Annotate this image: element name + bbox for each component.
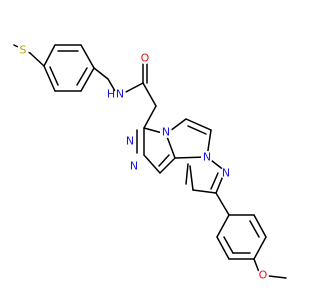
bond [187,125,207,135]
bond [123,82,144,94]
bond [76,67,88,86]
bond [165,133,176,159]
bond [143,105,157,129]
bond [159,157,176,174]
bond [185,163,189,185]
atom-labels: S N H O N N N N N O [17,44,269,282]
bond [185,118,212,131]
triazole-nitrogen-label: N [130,160,138,173]
bond [43,65,56,92]
bond [80,44,95,69]
bond [253,236,267,260]
bond [210,172,219,190]
pyrazole-nitrogen-label: N [222,167,230,180]
bond [93,67,109,80]
bond [216,236,230,260]
bond [215,192,230,216]
atom-label-bg [17,44,29,56]
amide-hydrogen-label: H [107,88,115,101]
sulfur-atom-label: S [20,44,27,57]
amide-nitrogen-label: N [116,88,124,101]
molecule-diagram: S N H O N N N N N O [13,44,287,282]
bond [49,66,59,86]
bond [43,44,56,67]
atom-label-bg [201,151,213,163]
triazole-nitrogen-label: N [126,135,134,148]
carbonyl-oxygen-label: O [141,52,150,65]
methoxy-oxygen-label: O [259,269,268,282]
bond [249,220,260,238]
triazole-nitrogen-label: N [162,126,170,139]
atom-label-bg [257,269,269,281]
bond [253,258,260,273]
atom-label-bg [114,88,126,100]
bonds [13,44,287,279]
atom-label-bg [220,167,232,179]
bond [192,189,217,194]
bond [268,275,287,279]
bond [142,82,157,107]
atom-label-bg [160,126,172,138]
atom-label-bg [124,135,136,147]
bond [107,78,116,92]
bond [29,52,45,67]
pyrazine-nitrogen-label: N [203,151,211,164]
bond [253,214,267,238]
bond [223,236,234,254]
atom-label-bg [139,52,151,64]
bond [143,154,161,174]
molecule-structure: S N H O N N N N N O [13,44,287,282]
atom-label-bg [128,160,140,172]
bond [80,67,95,92]
bond [189,165,194,191]
bond [216,214,230,238]
bond [158,154,170,167]
